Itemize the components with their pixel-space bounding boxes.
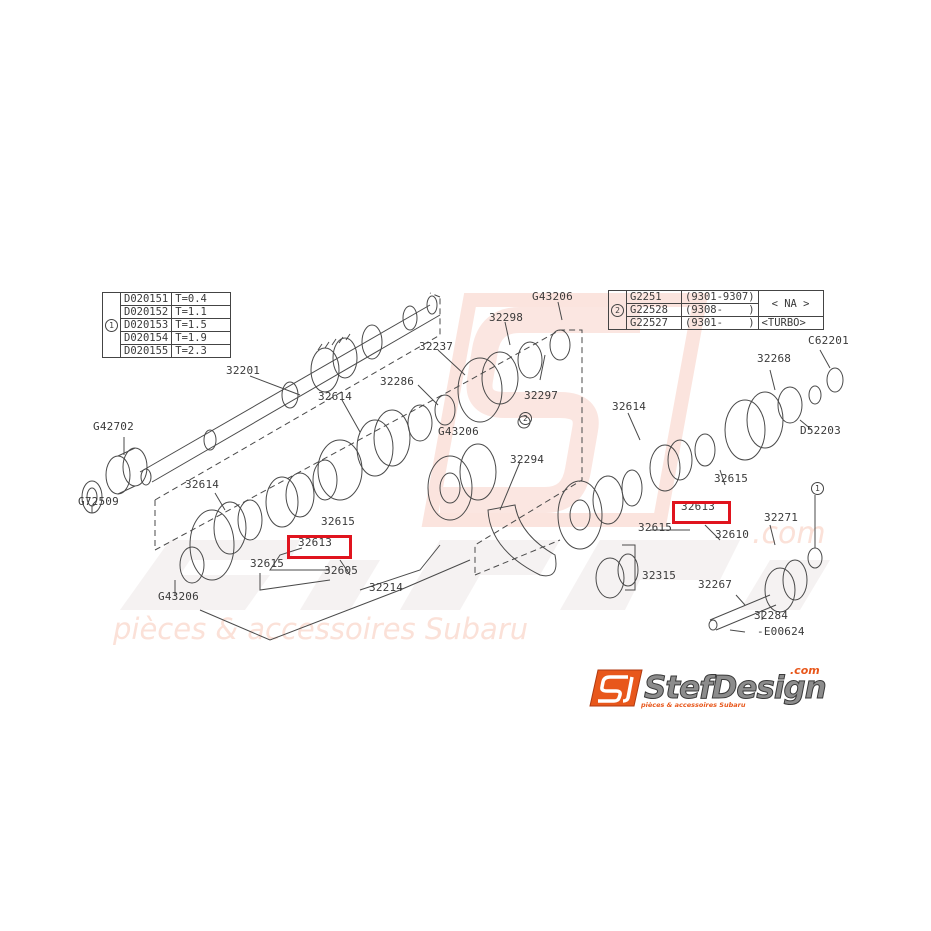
ref-marker-ref1: 1 <box>811 482 824 495</box>
stefdesign-logo <box>588 666 848 712</box>
logo-tagline: pièces & accessoires Subaru <box>641 701 746 709</box>
part-label-32284: 32284 <box>754 609 789 622</box>
table2-type-na: < NA > <box>757 290 824 317</box>
watermark-com: .com <box>752 516 826 551</box>
table1-value: T=1.1 <box>171 305 232 319</box>
ref-marker-2: 2 <box>608 290 627 330</box>
table1-part: D020153 <box>119 318 173 332</box>
part-label-32214: 32214 <box>369 581 404 594</box>
part-label-32615_d: 32615 <box>638 521 673 534</box>
shim-selection-table: 1 D020151 T=0.4 D020152 T=1.1 D020153 T=… <box>102 292 232 358</box>
part-label-32271: 32271 <box>764 511 799 524</box>
table2-range: (9308- ) <box>681 303 759 317</box>
bearing-application-table: 2 G2251 (9301-9307) < NA > G22528 (9308-… <box>608 290 824 330</box>
needle-bearing-G42702 <box>105 437 148 495</box>
main-shaft-32201 <box>139 295 441 486</box>
table2-part: G22527 <box>626 316 682 330</box>
part-label-32614_c: 32614 <box>612 400 647 413</box>
gear-32294 <box>427 443 557 577</box>
table1-part: D020155 <box>119 344 173 358</box>
synchro-hub-32605 <box>179 329 571 584</box>
table1-value: T=0.4 <box>171 292 232 306</box>
logo-wordmark: StefDesign <box>644 670 828 707</box>
oil-seal-G72509 <box>81 480 103 514</box>
part-label-32615_b: 32615 <box>250 557 285 570</box>
ref-marker-ref2: 2 <box>519 412 532 425</box>
watermark-tagline: pièces & accessoires Subaru <box>113 612 529 646</box>
part-label-32315: 32315 <box>642 569 677 582</box>
reverse-idler-shaft-32267 <box>708 495 823 631</box>
part-label-32614_b: 32614 <box>185 478 220 491</box>
part-label-G43206_mid: G43206 <box>438 425 479 438</box>
part-label-32615_c: 32615 <box>714 472 749 485</box>
highlight-32613-left <box>287 535 352 559</box>
part-label-G43206_bot: G43206 <box>158 590 199 603</box>
table1-part: D020152 <box>119 305 173 319</box>
logo-com: .com <box>790 664 820 677</box>
part-label-32286: 32286 <box>380 375 415 388</box>
table1-part: D020151 <box>119 292 173 306</box>
table1-part: D020154 <box>119 331 173 345</box>
table1-value: T=1.9 <box>171 331 232 345</box>
part-label-G72509: G72509 <box>78 495 119 508</box>
table2-part: G22528 <box>626 303 682 317</box>
table2-type-turbo: <TURBO> <box>757 316 824 330</box>
part-label-32613_a: 32613 <box>298 536 333 549</box>
part-label-G43206_top: G43206 <box>532 290 573 303</box>
ref-marker-1: 1 <box>102 292 121 358</box>
part-label-32610: 32610 <box>715 528 750 541</box>
part-label-32614_a: 32614 <box>318 390 353 403</box>
part-label-E00624: -E00624 <box>757 625 805 638</box>
table2-range: (9301-9307) <box>681 290 759 304</box>
highlight-32613-right <box>672 501 731 524</box>
part-label-D52203: D52203 <box>800 424 841 437</box>
part-label-32294: 32294 <box>510 453 545 466</box>
table1-value: T=2.3 <box>171 344 232 358</box>
part-label-32605: 32605 <box>324 564 359 577</box>
part-label-32297: 32297 <box>524 389 559 402</box>
part-label-32298: 32298 <box>489 311 524 324</box>
synchro-hub-32610 <box>621 367 844 507</box>
part-label-C62201: C62201 <box>808 334 849 347</box>
sd-logo-icon <box>589 669 643 707</box>
part-label-32237: 32237 <box>419 340 454 353</box>
part-label-32201: 32201 <box>226 364 261 377</box>
table2-range: (9301- ) <box>681 316 759 330</box>
watermark-brand <box>120 540 830 610</box>
part-label-G42702: G42702 <box>93 420 134 433</box>
part-label-32268: 32268 <box>757 352 792 365</box>
part-label-32267: 32267 <box>698 578 733 591</box>
table2-part: G2251 <box>626 290 682 304</box>
gear-32315 <box>557 475 639 599</box>
part-label-32615_a: 32615 <box>321 515 356 528</box>
dashed-group-boundary <box>154 292 441 548</box>
table1-value: T=1.5 <box>171 318 232 332</box>
